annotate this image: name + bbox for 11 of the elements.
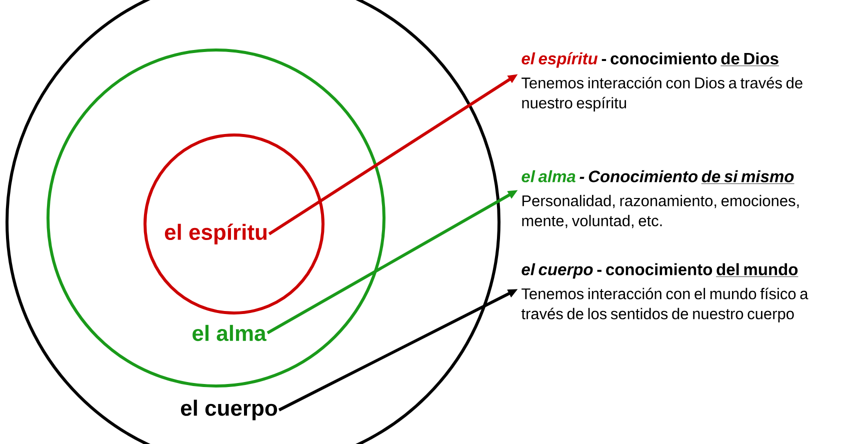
description: Personalidad, razonamiento, emociones, mente, voluntad, etc. [522, 194, 799, 228]
circle [46, 48, 386, 388]
heading: el cuerpo - conocimiento del mundo [522, 263, 798, 279]
circle-label: el alma [192, 324, 266, 342]
circle [144, 134, 324, 314]
circle-label: el cuerpo [180, 400, 278, 420]
heading: el espíritu - conocimiento de Dios [522, 52, 780, 68]
circle-label: el espíritu [164, 224, 266, 244]
description: Tenemos interacción con el mundo físico a través de los sentidos de nuestro cuerpo [521, 288, 808, 322]
description: Tenemos interacción con Dios a través de nuestro espíritu [522, 76, 802, 112]
heading: el alma - Conocimiento de si mismo [522, 170, 794, 184]
